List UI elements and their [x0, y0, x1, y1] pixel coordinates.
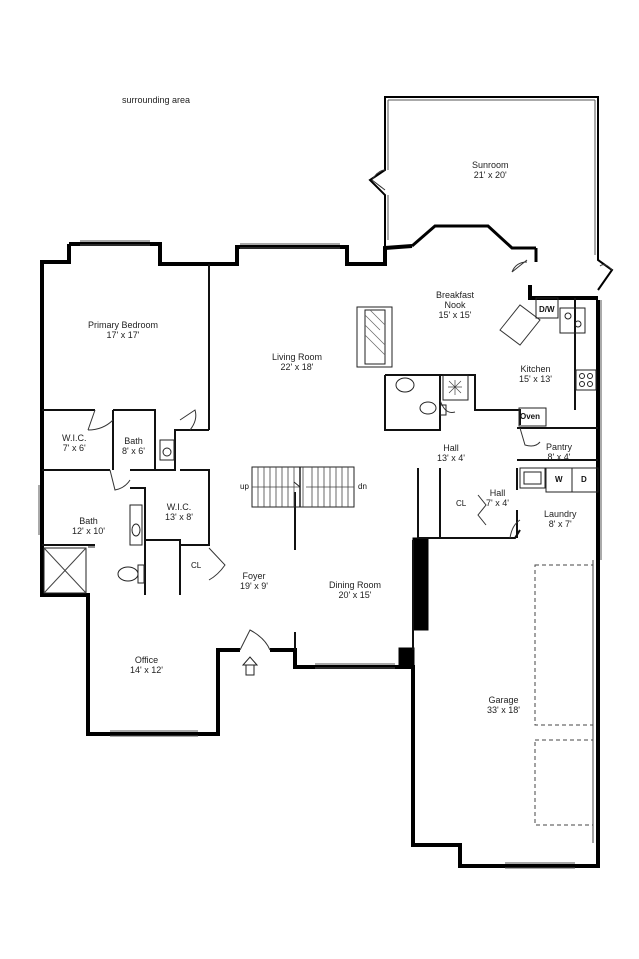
garage-firewall	[412, 537, 429, 631]
foyer-closet-label: CL	[191, 561, 202, 570]
washer-label: W	[555, 475, 563, 484]
stairs-down-label: dn	[358, 482, 367, 491]
toilet	[419, 401, 437, 415]
exterior-wall-north	[69, 242, 413, 266]
hvac-unit	[442, 374, 469, 401]
kitchen-north-wall	[528, 285, 598, 300]
dryer-label: D	[581, 475, 587, 484]
stairs-up-label: up	[240, 482, 249, 491]
oven-label: Oven	[520, 412, 541, 421]
sunroom-walls	[368, 96, 614, 291]
dishwasher-label: D/W	[539, 305, 555, 314]
hall-closet-label: CL	[456, 499, 467, 508]
kitchen-sink	[559, 307, 586, 334]
garage-bay-1	[534, 564, 594, 726]
entry-arrow	[241, 656, 259, 676]
surrounding-area-label: surrounding area	[122, 95, 191, 105]
garage-bay-2	[534, 739, 594, 826]
exterior-wall-front	[270, 648, 600, 868]
sunroom-bay	[411, 224, 536, 250]
cooktop	[575, 369, 597, 391]
room-label-wic-large: W.I.C.13' x 8'	[165, 502, 193, 522]
shower	[43, 547, 87, 594]
toilet-bath	[117, 566, 139, 582]
room-label-wic-small: W.I.C.7' x 6'	[62, 433, 87, 453]
sink	[395, 377, 415, 393]
exterior-wall-west	[40, 244, 240, 736]
fireplace	[356, 306, 393, 368]
